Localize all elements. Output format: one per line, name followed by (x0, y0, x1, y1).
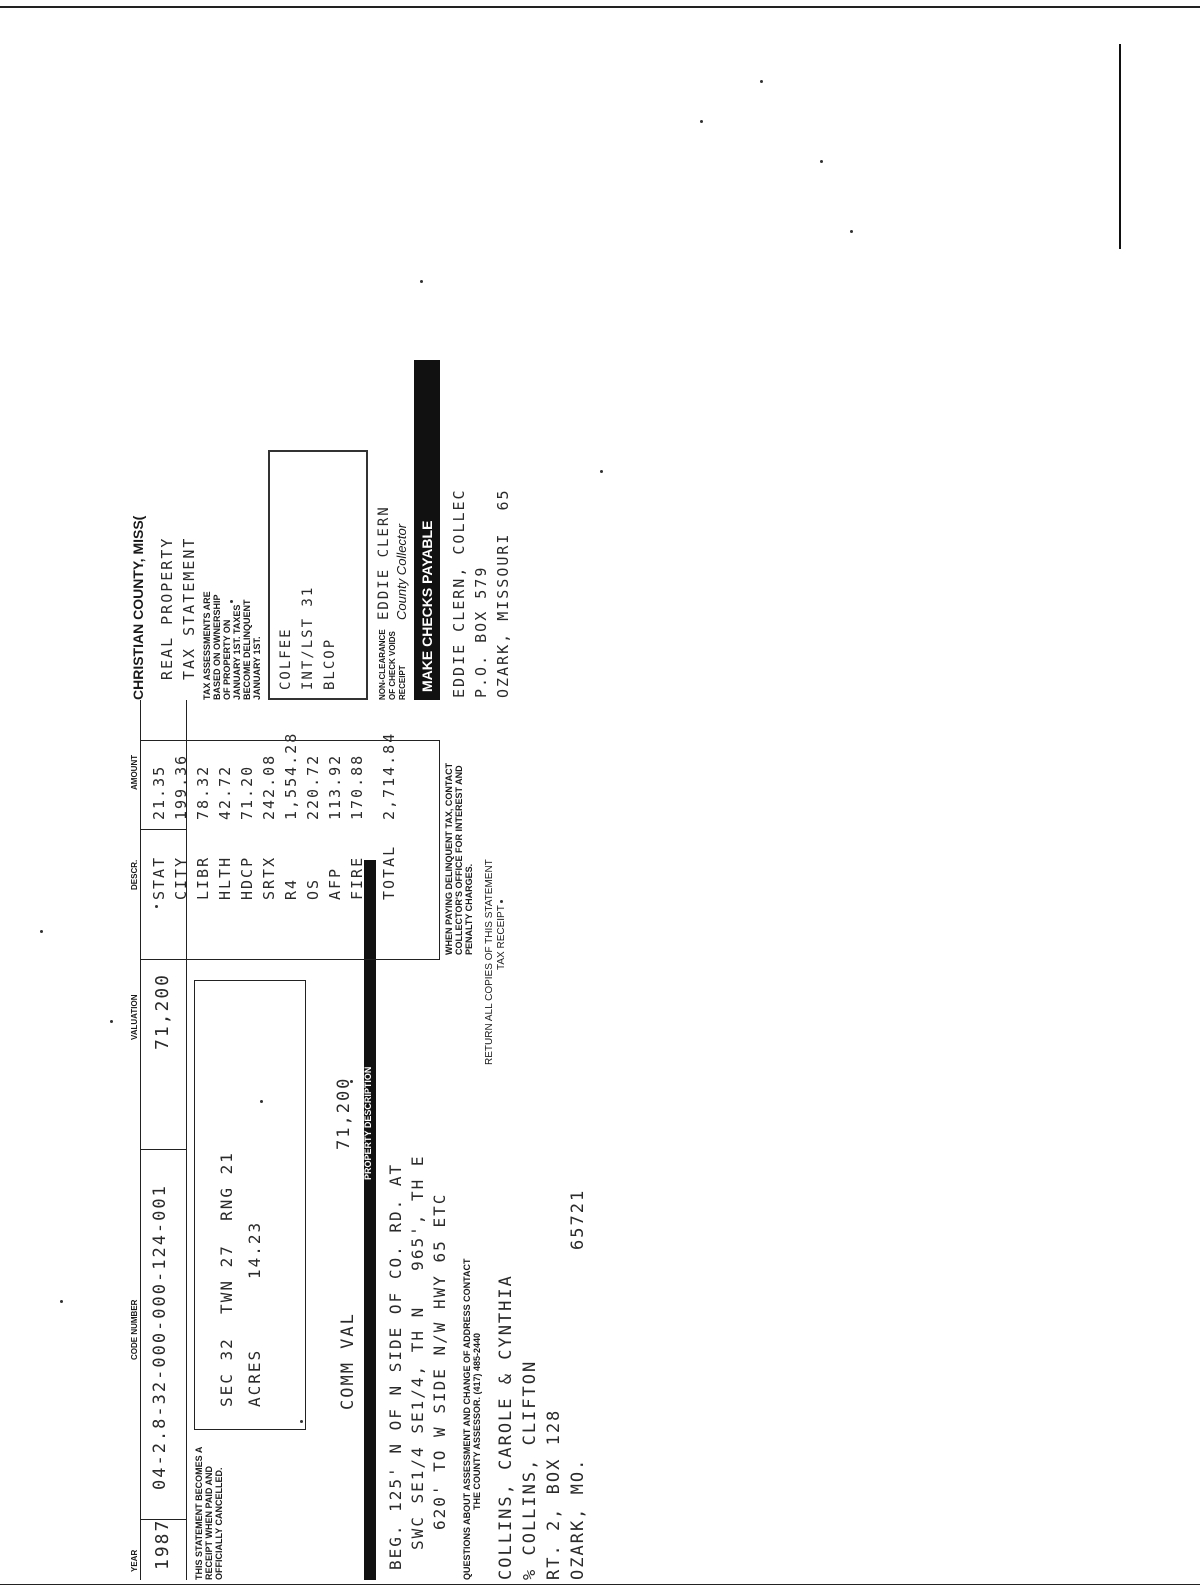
speck (760, 80, 763, 83)
tax-line-amount: 220.72 (304, 753, 322, 820)
paid-stamp: COLFEE INT/LST 31 BLCOP (268, 450, 368, 700)
tax-line-amount: 1,554.28 (282, 731, 300, 820)
return-line-2: TAX RECEIPT (496, 905, 507, 970)
speck (110, 1020, 113, 1023)
tax-line-amount: 42.72 (216, 764, 234, 820)
comm-val-label: COMM VAL (338, 1312, 358, 1410)
tax-line-amount: 78.32 (194, 764, 212, 820)
stamp-line-3: BLCOP (322, 637, 338, 690)
county-name: CHRISTIAN COUNTY, MISS( (130, 515, 146, 700)
speck (350, 1080, 353, 1083)
col-valuation: VALUATION (130, 994, 139, 1040)
property-description-3: 620' TO W SIDE N/W HWY 65 ETC (430, 1192, 449, 1530)
tax-line-descr: STAT (150, 855, 168, 900)
valuation: 71,200 (152, 972, 173, 1050)
tax-line-descr: SRTX (260, 855, 278, 900)
questions-line-1: QUESTIONS ABOUT ASSESSMENT AND CHANGE OF… (462, 1258, 472, 1580)
tax-line-descr: LIBR (194, 855, 212, 900)
speck (260, 1100, 263, 1103)
top-rule (0, 6, 1200, 8)
speck (820, 160, 823, 163)
bottom-rule (0, 1584, 1200, 1585)
stamp-line-1: COLFEE (278, 627, 294, 690)
owner-line-2: % COLLINS, CLIFTON (520, 1359, 540, 1580)
property-description-1: BEG. 125' N OF N SIDE OF CO. RD. AT (386, 1162, 405, 1570)
statement-title-2: TAX STATEMENT (180, 536, 198, 680)
speck (60, 1300, 63, 1303)
tax-line-amount: 71.20 (238, 764, 256, 820)
tax-line-amount: 170.88 (348, 753, 366, 820)
legal-box: SEC 32 TWN 27 RNG 21 ACRES 14.23 (194, 980, 306, 1430)
scan-edge-line (1119, 44, 1121, 249)
payee-line-2: P.O. BOX 579 (472, 565, 490, 698)
owner-line-1: COLLINS, CAROLE & CYNTHIA (496, 1274, 516, 1580)
speck (600, 470, 603, 473)
speck (40, 930, 43, 933)
return-line-1: RETURN ALL COPIES OF THIS STATEMENT (484, 859, 495, 1065)
tax-year: 1987 (152, 1518, 173, 1570)
collector-signature: EDDIE CLERN (376, 505, 392, 620)
property-description-label: PROPERTY DESCRIPTION (363, 1066, 373, 1180)
make-checks-bar: MAKE CHECKS PAYABLE (414, 360, 440, 700)
col-year: YEAR (130, 1549, 139, 1572)
delinquent-notice: WHEN PAYING DELINQUENT TAX, CONTACT COLL… (444, 762, 474, 955)
collector-title: County Collector (394, 523, 409, 620)
tax-line-descr: R4 (282, 877, 300, 900)
non-clearance-notice: NON-CLEARANCE OF CHECK VOIDS RECEIPT (378, 629, 407, 700)
tax-line-amount: 242.08 (260, 753, 278, 820)
code-number: 04-2.8-32-000-000-124-001 (150, 1184, 170, 1490)
speck (155, 905, 158, 908)
payee-line-3: OZARK, MISSOURI 65 (494, 488, 512, 698)
col-descr: DESCR. (130, 859, 139, 890)
col-code-number: CODE NUMBER (130, 1299, 139, 1360)
speck (230, 600, 233, 603)
payee-line-1: EDDIE CLERN, COLLEC (450, 488, 468, 698)
tax-line-descr: HLTH (216, 855, 234, 900)
assessment-notice: TAX ASSESSMENTS ARE BASED ON OWNERSHIP O… (202, 591, 262, 700)
tax-line-descr: HDCP (238, 855, 256, 900)
total-descr: TOTAL (380, 844, 398, 900)
owner-zip: 65721 (568, 1188, 588, 1250)
col-amount: AMOUNT (130, 754, 139, 790)
statement-title-1: REAL PROPERTY (158, 536, 176, 680)
property-description-bar: PROPERTY DESCRIPTION (363, 860, 376, 1580)
speck (850, 230, 853, 233)
speck (420, 280, 423, 283)
speck (300, 1420, 303, 1423)
tax-statement-form: YEAR CODE NUMBER VALUATION DESCR. AMOUNT… (128, 160, 1188, 1580)
tax-line-amount: 199.36 (172, 753, 190, 820)
property-description-2: SWC SE1/4 SE1/4, TH N 965', TH E (408, 1154, 427, 1550)
legal-line-1: SEC 32 TWN 27 RNG 21 (217, 1151, 236, 1407)
tax-line-amount: 113.92 (326, 753, 344, 820)
tax-line-descr: FIRE (348, 855, 366, 900)
stamp-line-2: INT/LST 31 (300, 585, 316, 690)
tax-line-descr: CITY (172, 855, 190, 900)
speck (500, 900, 503, 903)
owner-line-3: RT. 2, BOX 128 (544, 1408, 564, 1580)
tax-line-amount: 21.35 (150, 764, 168, 820)
speck (700, 120, 703, 123)
col-divider (140, 1149, 186, 1150)
total-amount: 2,714.84 (380, 731, 398, 820)
questions-line-2: THE COUNTY ASSESSOR. (417) 485-2440 (472, 1332, 482, 1510)
tax-line-descr: OS (304, 877, 322, 900)
owner-line-4: OZARK, MO. (568, 1457, 588, 1580)
tax-line-descr: AFP (326, 866, 344, 900)
legal-line-2: ACRES 14.23 (245, 1220, 264, 1407)
comm-val-value: 71,200 (334, 1076, 354, 1150)
receipt-notice: THIS STATEMENT BECOMES A RECEIPT WHEN PA… (194, 1446, 224, 1580)
